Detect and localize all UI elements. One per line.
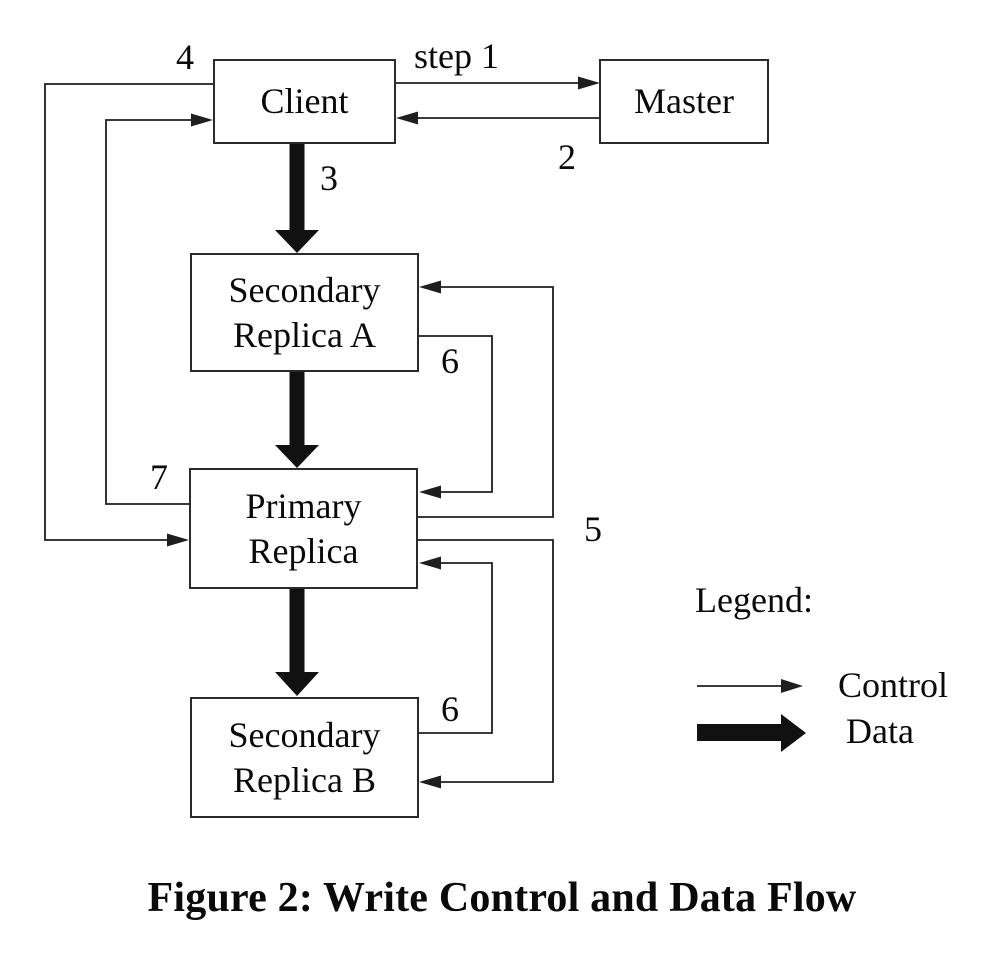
control-arrow-step5-lower xyxy=(418,539,554,789)
control-arrow-step6-upper xyxy=(419,335,493,499)
control-arrow-step4 xyxy=(44,83,213,547)
legend-data-label: Data xyxy=(846,711,914,751)
step5-label: 5 xyxy=(584,509,602,549)
client-node: Client xyxy=(213,59,396,144)
control-arrow-step6-lower xyxy=(419,556,493,734)
legend-control-label: Control xyxy=(838,665,949,705)
step6-lower-label: 6 xyxy=(441,689,459,729)
legend-control-arrow-sample xyxy=(697,679,803,693)
step7-label: 7 xyxy=(150,457,168,497)
control-arrow-step2 xyxy=(396,111,599,125)
step2-label: 2 xyxy=(558,137,576,177)
secondary-replica-b-node: Secondary Replica B xyxy=(190,697,419,818)
figure-caption: Figure 2: Write Control and Data Flow xyxy=(147,875,857,921)
step6-upper-label: 6 xyxy=(441,341,459,381)
step1-label: step 1 xyxy=(414,36,499,76)
data-arrow-client-to-secondary-a xyxy=(275,143,319,253)
control-arrow-step5-upper xyxy=(418,280,554,518)
primary-replica-node: Primary Replica xyxy=(189,468,418,589)
legend-data-arrow-sample xyxy=(697,714,806,752)
step3-label: 3 xyxy=(320,158,338,198)
legend-title: Legend: xyxy=(695,580,813,620)
control-arrow-step1 xyxy=(396,76,600,90)
secondary-replica-a-node: Secondary Replica A xyxy=(190,253,419,372)
control-arrow-step7 xyxy=(105,113,213,505)
step4-label: 4 xyxy=(176,37,194,77)
master-node: Master xyxy=(599,59,769,144)
data-arrow-primary-to-secondary-b xyxy=(275,588,319,696)
data-arrow-secondary-a-to-primary xyxy=(275,371,319,468)
